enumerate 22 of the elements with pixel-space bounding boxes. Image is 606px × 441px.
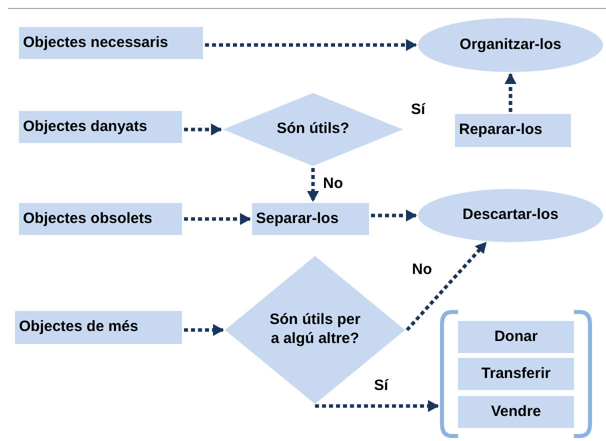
process-box: Vendre xyxy=(458,396,574,428)
dotted-arrow xyxy=(184,124,222,136)
process-box: Objectes necessaris xyxy=(19,27,203,59)
dotted-arrow xyxy=(205,39,417,51)
dotted-arrow xyxy=(307,168,319,202)
process-box: Objectes obsolets xyxy=(19,203,182,235)
decision-text: Són útils per a algú altre? xyxy=(268,311,362,349)
decision-text: Són útils? xyxy=(276,120,350,139)
process-box: Objectes de més xyxy=(15,311,182,344)
terminal-ellipse: Organitzar-los xyxy=(418,18,603,72)
dotted-arrow xyxy=(313,400,439,412)
dotted-arrow xyxy=(184,324,224,336)
terminal-ellipse: Descartar-los xyxy=(418,189,603,242)
process-box: Donar xyxy=(458,321,574,353)
process-box: Objectes danyats xyxy=(19,111,182,143)
dotted-arrow xyxy=(184,213,251,225)
dotted-arrow xyxy=(371,210,417,222)
process-box: Separar-los xyxy=(252,203,369,235)
process-box: Reparar-los xyxy=(455,114,571,147)
dotted-arrow xyxy=(406,241,488,332)
dotted-arrow xyxy=(504,73,516,112)
process-box: Transferir xyxy=(458,358,574,390)
